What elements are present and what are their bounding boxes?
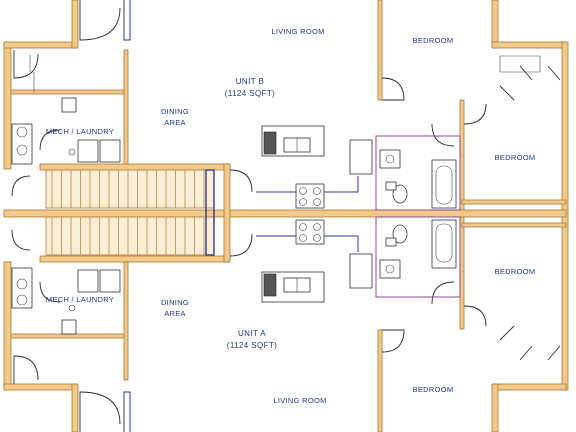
bedroom-wall-bottom [377, 329, 383, 432]
tub-bottom [431, 219, 457, 269]
label-living-room-bottom: LIVING ROOM [273, 396, 326, 405]
washer-top [77, 139, 99, 163]
range-bottom [295, 219, 325, 245]
stair-lower-run [45, 216, 215, 256]
label-unit-a: UNIT A [238, 329, 266, 338]
stair-wall-top [39, 163, 231, 171]
stair-wall-right [223, 163, 231, 263]
bath-top [375, 135, 461, 211]
door-swing-3 [39, 129, 61, 151]
door-swing-bottom-left [79, 391, 121, 432]
stairs [11, 169, 215, 256]
wall-left-lower [3, 261, 12, 388]
door-swing-5 [229, 169, 253, 193]
door-swing-bath-top [431, 123, 455, 147]
door-swing-1 [13, 50, 39, 79]
wall-left-upper [3, 43, 12, 170]
toilet-top [392, 184, 408, 204]
label-dining-bottom-1: DINING [161, 298, 189, 307]
fridge-bottom [349, 253, 373, 289]
door-swing-bed-top [381, 77, 405, 101]
kitchen-top [256, 125, 373, 209]
label-bedroom-top: BEDROOM [413, 36, 454, 45]
mech-wall-top [123, 49, 129, 165]
label-unit-b: UNIT B [236, 77, 264, 86]
kitchen-bottom [256, 219, 373, 303]
room-labels: LIVING ROOM BEDROOM UNIT B (1124 SQFT) D… [46, 27, 536, 405]
vanity-top [379, 149, 401, 169]
sink-top-utility [61, 97, 77, 113]
stair-landing-rail [205, 169, 215, 256]
appliances-bottom [11, 267, 121, 335]
party-wall [3, 209, 567, 218]
doors [13, 0, 561, 432]
door-swing-2 [13, 355, 39, 384]
walls [3, 0, 569, 432]
mech-wall-bottom [123, 261, 129, 381]
wall-bottom-left [3, 383, 77, 391]
label-bedroom-bottom: BEDROOM [413, 385, 454, 394]
laundry-wall-bottom [10, 333, 125, 339]
wall-right-top-vert [491, 0, 499, 49]
bath-wall-bottom [459, 216, 465, 330]
washer-bottom [77, 269, 99, 293]
door-swing-4 [39, 281, 61, 303]
fridge-top [349, 139, 373, 175]
label-bedroom-right-bottom: BEDROOM [495, 267, 536, 276]
label-living-room-top: LIVING ROOM [271, 27, 324, 36]
vanity-bottom [379, 259, 401, 279]
toilet-bottom [392, 224, 408, 244]
label-bedroom-right-top: BEDROOM [495, 153, 536, 162]
door-swing-bed2 [463, 103, 487, 125]
dryer-bottom [99, 269, 121, 293]
wall-top-left-vert [71, 0, 79, 49]
furnace-top [11, 123, 33, 165]
range-top [295, 183, 325, 209]
label-dining-top-2: AREA [164, 118, 186, 127]
closet-doors-bottom [499, 325, 561, 361]
door-swing-6 [229, 233, 253, 257]
wall-bottom-left-vert [71, 383, 79, 432]
label-unit-a-size: (1124 SQFT) [227, 341, 278, 350]
bath-bottom [375, 216, 461, 298]
door-swing-bed3 [463, 305, 487, 327]
tub-top [431, 159, 457, 209]
laundry-wall-top [10, 89, 125, 95]
sink-bottom-utility [61, 319, 77, 335]
entry-door-swings [11, 175, 31, 251]
bed-wall-mid-top [461, 199, 567, 205]
label-mech-laundry-bottom: MECH / LAUNDRY [46, 295, 114, 304]
door-swing-top-left [79, 0, 121, 41]
label-unit-b-size: (1124 SQFT) [225, 89, 276, 98]
wall-right-top-horz [491, 41, 567, 49]
wall-top-left [3, 41, 77, 49]
wall-right-bottom-horz [491, 383, 567, 391]
closet-doors-top [499, 65, 561, 101]
bath-wall-top [459, 99, 465, 211]
bed-wall-mid-bottom [461, 222, 567, 228]
wall-right-bottom-vert [491, 383, 499, 432]
bedroom-wall-top [377, 0, 383, 101]
label-dining-bottom-2: AREA [164, 309, 186, 318]
door-swing-bath-bottom [431, 281, 455, 305]
door-swing-bed-bottom [381, 329, 405, 353]
label-dining-top-1: DINING [161, 107, 189, 116]
label-mech-laundry-top: MECH / LAUNDRY [46, 127, 114, 136]
dryer-top [99, 139, 121, 163]
stair-wall-bottom [39, 255, 231, 263]
furnace-bottom [11, 267, 33, 309]
appliances-top [11, 97, 121, 165]
